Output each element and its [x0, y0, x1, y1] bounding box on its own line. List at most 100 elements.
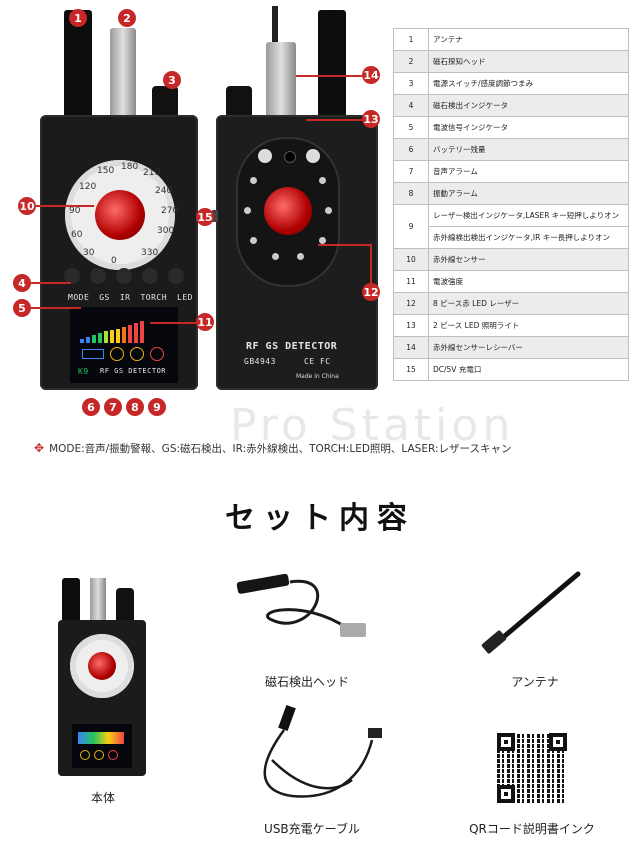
row-number: 9 [393, 204, 429, 249]
item-usb-cable-image [263, 705, 382, 798]
callout-4: 4 [13, 274, 31, 292]
row-number: 11 [393, 270, 429, 293]
watermark: Pro Station [230, 400, 515, 451]
laser-led [250, 237, 257, 244]
row-number: 5 [393, 116, 429, 139]
callout-9: 9 [148, 398, 166, 416]
gs-button [90, 268, 106, 284]
callout-12: 12 [362, 283, 380, 301]
row-text: 2 ピース LED 照明ライト [428, 314, 629, 337]
modes-description: ✥MODE:音声/振動警報、GS:磁石検出、IR:赤外線検出、TORCH:LED… [34, 441, 511, 456]
row-text: 赤外線センサーレシーバー [428, 336, 629, 359]
callout-8: 8 [126, 398, 144, 416]
callout-1: 1 [69, 9, 87, 27]
device-back: RF GS DETECTOR GB4943 CE FC Made in Chin… [216, 115, 378, 390]
ir-receiver [284, 151, 296, 163]
row-text: 赤外線検出検出インジケータ,IR キー長押しよりオン [428, 226, 629, 249]
row-number: 2 [393, 50, 429, 73]
infrared-sensor-lens [95, 190, 145, 240]
dial-number: 240 [155, 186, 173, 196]
back-magnet-head-connector [266, 42, 296, 120]
lcd-screen: K9 RF GS DETECTOR [70, 307, 178, 383]
dial-number: 0 [111, 256, 117, 266]
row-number: 3 [393, 72, 429, 95]
table-row: 赤外線検出検出インジケータ,IR キー長押しよりオン [394, 226, 629, 249]
laser-led [244, 207, 251, 214]
dial-number: 60 [71, 230, 83, 240]
battery-icon [82, 349, 104, 359]
back-power-knob [226, 86, 252, 118]
mode-label: TORCH [140, 293, 168, 302]
dial-number: 120 [79, 182, 97, 192]
mode-label: GS [99, 293, 110, 302]
callout-11: 11 [196, 313, 214, 331]
mode-label: MODE [68, 293, 90, 302]
row-number: 14 [393, 336, 429, 359]
laser-led [297, 253, 304, 260]
back-model: GB4943 [244, 357, 276, 366]
laser-led [319, 237, 326, 244]
row-number: 12 [393, 292, 429, 315]
row-number: 7 [393, 160, 429, 183]
back-antenna [318, 10, 346, 118]
laser-led [319, 177, 326, 184]
vibration-alarm-icon [130, 347, 144, 361]
magnet-head-connector [110, 28, 136, 120]
row-text: 振動アラーム [428, 182, 629, 205]
laser-indicator-icon [150, 347, 164, 361]
sound-alarm-icon [110, 347, 124, 361]
mode-label: LED [177, 293, 193, 302]
dial-number: 150 [97, 166, 115, 176]
row-text: 磁石探知ヘッド [428, 50, 629, 73]
mode-buttons [64, 268, 184, 284]
dial-number: 330 [141, 248, 159, 258]
back-marks: CE FC [304, 357, 331, 366]
callout-3: 3 [163, 71, 181, 89]
row-text: 磁石検出インジケータ [428, 94, 629, 117]
row-text: 8 ピース赤 LED レーザー [428, 292, 629, 315]
laser-lens [264, 187, 312, 235]
signal-bars [80, 321, 164, 343]
row-text: DC/5V 充電口 [428, 358, 629, 381]
dial-number: 30 [83, 248, 95, 258]
row-text: 電波信号インジケータ [428, 116, 629, 139]
row-text: バッテリー残量 [428, 138, 629, 161]
dial-number: 180 [121, 162, 139, 172]
callout-line [306, 119, 362, 121]
laser-led [325, 207, 332, 214]
callout-5: 5 [13, 299, 31, 317]
row-number: 8 [393, 182, 429, 205]
callout-line [36, 205, 94, 207]
led-light [306, 149, 320, 163]
screen-title: RF GS DETECTOR [100, 367, 167, 375]
row-number: 1 [393, 28, 429, 51]
set-contents-title: セット内容 [225, 501, 415, 536]
sensitivity-dial: 120 150 180 210 240 90 60 30 0 330 300 2… [65, 160, 179, 270]
callout-15: 15 [196, 208, 214, 226]
item-body-image [58, 578, 148, 776]
dial-number: 300 [157, 226, 175, 236]
led-light [258, 149, 272, 163]
dial-number: 270 [161, 206, 179, 216]
laser-led [250, 177, 257, 184]
mode-button [64, 268, 80, 284]
row-number: 13 [393, 314, 429, 337]
row-number: 6 [393, 138, 429, 161]
dial-number: 90 [69, 206, 81, 216]
screen-badge: K9 [78, 367, 89, 376]
device-front: 120 150 180 210 240 90 60 30 0 330 300 2… [40, 115, 198, 390]
charging-port [212, 210, 218, 222]
item-magnet-head-image [236, 573, 366, 637]
